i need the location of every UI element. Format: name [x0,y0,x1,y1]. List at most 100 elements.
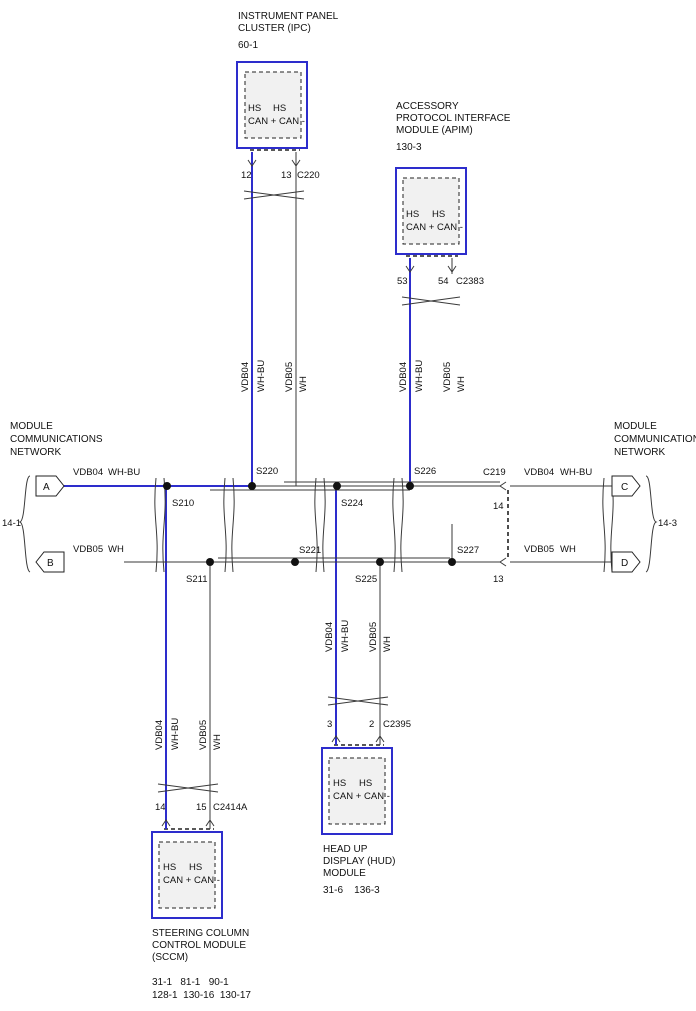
apim-module[interactable]: ACCESSORY PROTOCOL INTERFACE MODULE (API… [395,101,511,255]
sccm-whbu-label: WH-BU [170,718,181,750]
flag-a[interactable]: A [35,475,65,497]
right-network-title-1: MODULE [614,421,657,432]
ipc-twist-icon [243,190,305,200]
left-vdb04-label: VDB04 [73,467,103,478]
splice-s227-label: S227 [457,545,479,556]
splice-s227-node [448,558,456,566]
flag-c[interactable]: C [611,475,641,497]
apim-whbu-label: WH-BU [414,360,425,392]
hud-vdb05-label: VDB05 [368,622,379,652]
hud-whbu-label: WH-BU [340,620,351,652]
splice-s220-label: S220 [256,466,278,477]
bus-twist-loops [154,477,614,573]
flag-d-label: D [621,558,628,569]
apim-can-plus: CAN + [406,222,435,233]
ipc-can-minus: CAN - [279,116,305,127]
apim-name-line-2: PROTOCOL INTERFACE [396,113,511,124]
sccm-pin-15: 15 [196,802,207,813]
splice-s221-node [291,558,299,566]
apim-wh-label: WH [456,376,467,392]
flag-b-label: B [47,558,54,569]
hud-pin-2: 2 [369,719,374,730]
hud-module[interactable]: HS HS CAN + CAN - HEAD UP DISPLAY (HUD) … [321,747,395,896]
ipc-name-line-1: INSTRUMENT PANEL [238,11,339,22]
ipc-inner [244,71,302,139]
sccm-can-plus: CAN + [163,875,192,886]
splice-s225-label: S225 [355,574,377,585]
sccm-inner [158,841,216,909]
splice-s211-node [206,558,214,566]
flag-a-label: A [43,482,50,493]
ipc-can-plus: CAN + [248,116,277,127]
sccm-vdb04-label: VDB04 [154,720,165,750]
c219-pin-14: 14 [493,501,504,512]
hud-can-minus: CAN - [364,791,390,802]
ipc-module[interactable]: INSTRUMENT PANEL CLUSTER (IPC) 60-1 HS H… [236,11,339,149]
sccm-hs-minus: HS [189,862,202,873]
hud-name-line-3: MODULE [323,868,366,879]
right-wh-label: WH [560,544,576,555]
splice-nodes [163,482,456,566]
sccm-vdb05-label: VDB05 [198,720,209,750]
splice-s220-node [248,482,256,490]
left-wh-label: WH [108,544,124,555]
left-brace-icon [18,475,31,573]
apim-name-line-1: ACCESSORY [396,101,459,112]
apim-hs-minus: HS [432,209,445,220]
hud-ref: 31-6 136-3 [323,885,380,896]
hud-hs-plus: HS [333,778,346,789]
right-brace-icon [645,475,658,573]
hud-name-line-2: DISPLAY (HUD) [323,856,395,867]
splice-s211-label: S211 [186,574,207,585]
left-vdb05-label: VDB05 [73,544,103,555]
flag-b[interactable]: B [35,551,65,573]
hud-wh-label: WH [382,636,393,652]
right-network-title-2: COMMUNICATIONS [614,434,696,445]
apim-ref: 130-3 [396,142,422,153]
connector-arrows [161,159,457,827]
apim-vdb05-label: VDB05 [442,362,453,392]
apim-inner [402,177,460,245]
c219-arrow-bottom [499,557,507,567]
hud-pin-3: 3 [327,719,332,730]
c219-arrow-top [499,481,507,491]
ipc-name-line-2: CLUSTER (IPC) [238,23,311,34]
c219-label: C219 [483,467,506,478]
left-network-title-3: NETWORK [10,447,61,458]
left-whbu-label: WH-BU [108,467,140,478]
splice-s226-node [406,482,414,490]
apim-twist-icon [401,296,461,306]
sccm-can-minus: CAN - [194,875,220,886]
hud-hs-minus: HS [359,778,372,789]
apim-vdb04-label: VDB04 [398,362,409,392]
apim-pin-54: 54 [438,276,449,287]
apim-connector-c2383: C2383 [456,276,484,287]
sccm-module[interactable]: HS HS CAN + CAN - STEERING COLUMN CONTRO… [151,831,251,1001]
splice-s225-node [376,558,384,566]
splice-s224-node [333,482,341,490]
sccm-name-line-2: CONTROL MODULE [152,940,246,951]
flag-d[interactable]: D [611,551,641,573]
ipc-connector-c220: C220 [297,170,320,181]
ipc-pin-12: 12 [241,170,252,181]
sccm-wh-label: WH [212,734,223,750]
ipc-hs-plus: HS [248,103,261,114]
hud-name-line-1: HEAD UP [323,844,368,855]
right-page-ref: 14-3 [658,518,677,529]
left-network-title-2: COMMUNICATIONS [10,434,103,445]
hud-can-plus: CAN + [333,791,362,802]
ipc-wh-label: WH [298,376,309,392]
splice-s224-label: S224 [341,498,363,509]
ipc-hs-minus: HS [273,103,286,114]
hud-inner [328,757,386,825]
hud-twist-icon [327,696,389,706]
left-page-ref: 14-1 [2,518,21,529]
right-network-title-3: NETWORK [614,447,665,458]
flag-c-label: C [621,482,628,493]
right-whbu-label: WH-BU [560,467,592,478]
ipc-ref: 60-1 [238,40,258,51]
ipc-pin-13: 13 [281,170,292,181]
hud-vdb04-label: VDB04 [324,622,335,652]
splice-s210-node [163,482,171,490]
